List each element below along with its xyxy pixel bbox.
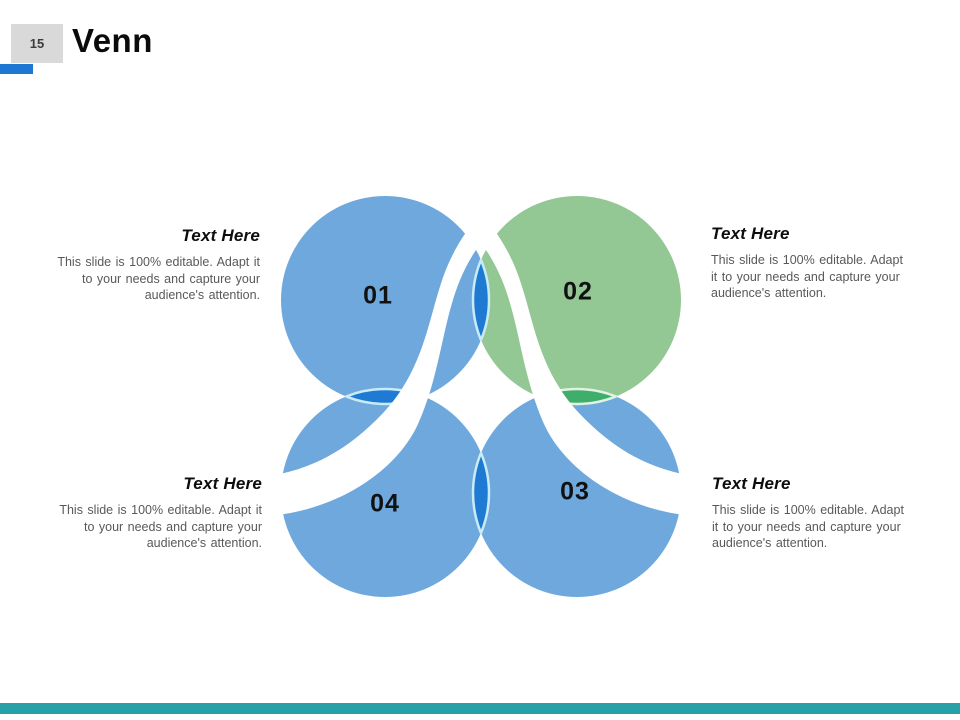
- overlap-02-03: [473, 387, 681, 404]
- text-block-top-left[interactable]: Text Here This slide is 100% editable. A…: [55, 226, 260, 304]
- text-block-body: This slide is 100% editable. Adapt it to…: [57, 255, 260, 303]
- overlap-01-02: [471, 196, 489, 404]
- slide-title[interactable]: Venn: [72, 22, 153, 59]
- overlap-03-04: [471, 389, 489, 597]
- text-block-heading: Text Here: [181, 226, 260, 245]
- overlap-02-03-outline: [473, 389, 681, 406]
- text-block-top-right[interactable]: Text Here This slide is 100% editable. A…: [711, 224, 913, 302]
- text-block-heading: Text Here: [711, 224, 790, 243]
- text-block-body: This slide is 100% editable. Adapt it to…: [711, 253, 903, 301]
- accent-bar: [0, 64, 33, 74]
- overlap-01-02-outline: [473, 196, 491, 404]
- overlap-01-04: [281, 387, 489, 404]
- ribbon-right-swoosh: [446, 194, 699, 516]
- venn-label-01[interactable]: 01: [363, 281, 393, 310]
- overlap-03-04-outline: [473, 389, 491, 597]
- bottom-accent-bar: [0, 703, 960, 714]
- page-number-box: 15: [11, 24, 63, 63]
- overlap-01-04-outline: [281, 389, 489, 406]
- venn-label-02[interactable]: 02: [563, 277, 593, 306]
- text-block-bottom-right[interactable]: Text Here This slide is 100% editable. A…: [712, 474, 914, 552]
- ribbon-left-swoosh: [263, 194, 516, 516]
- text-block-body: This slide is 100% editable. Adapt it to…: [712, 503, 904, 551]
- venn-circle-03[interactable]: [473, 389, 681, 597]
- venn-circle-04[interactable]: [281, 389, 489, 597]
- text-block-bottom-left[interactable]: Text Here This slide is 100% editable. A…: [57, 474, 262, 552]
- venn-label-04[interactable]: 04: [370, 489, 400, 518]
- venn-label-03[interactable]: 03: [560, 477, 590, 506]
- text-block-heading: Text Here: [183, 474, 262, 493]
- page-number: 15: [29, 36, 45, 51]
- text-block-body: This slide is 100% editable. Adapt it to…: [59, 503, 262, 551]
- text-block-heading: Text Here: [712, 474, 791, 493]
